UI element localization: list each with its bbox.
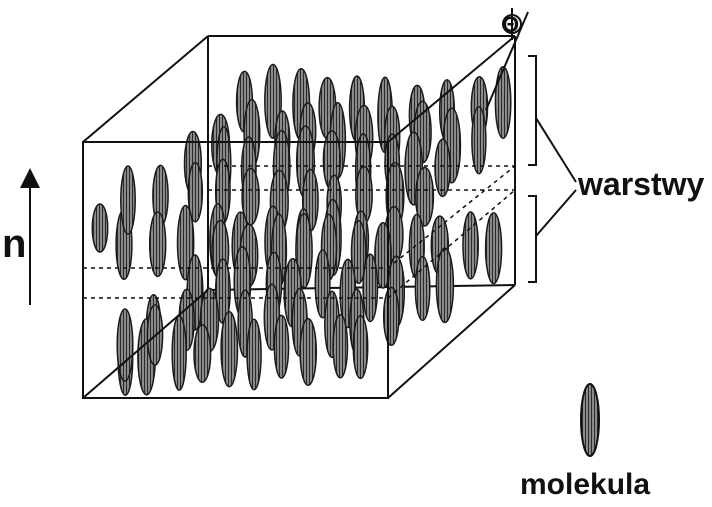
- layer-brackets: [528, 55, 577, 283]
- molecules-group: [91, 63, 512, 396]
- molecule-ellipse: [494, 66, 512, 139]
- molecule-ellipse: [187, 161, 204, 223]
- box-front-face: [82, 35, 516, 399]
- molecule-ellipse: [414, 255, 431, 322]
- tilt-angle-label: Θ: [502, 12, 520, 37]
- molecule-ellipse: [434, 138, 451, 198]
- molecule-ellipse: [295, 213, 313, 289]
- molecule-ellipse: [435, 247, 455, 324]
- tilt-angle-marker: [485, 8, 529, 111]
- molecule-ellipse: [120, 165, 136, 235]
- molecule-ellipse: [415, 166, 435, 227]
- molecule-ellipse: [471, 105, 487, 175]
- molecule-label: molekula: [520, 468, 651, 501]
- molecule-ellipse: [193, 324, 212, 383]
- molecule-ellipse: [176, 204, 195, 281]
- molecule-ellipse: [362, 253, 379, 323]
- molecule-ellipse: [299, 317, 318, 387]
- director-label: n: [2, 222, 27, 266]
- molecule-ellipse: [91, 203, 109, 253]
- molecule-ellipse: [220, 310, 239, 388]
- layer-boundaries: [83, 165, 516, 299]
- molecule-ellipse: [148, 211, 167, 278]
- molecule-ellipse: [273, 314, 290, 379]
- box-back-face: [207, 35, 516, 291]
- molecule-ellipse: [352, 315, 369, 380]
- molecule-ellipse: [462, 211, 479, 280]
- molecule-ellipse: [246, 318, 262, 391]
- molecule-ellipse: [116, 308, 134, 382]
- layers-label: warstwy: [578, 166, 705, 202]
- molecule-ellipse: [484, 212, 503, 285]
- molecule-ellipse: [171, 315, 187, 391]
- molecule-ellipse: [332, 314, 349, 379]
- legend-molecule-icon: [580, 383, 600, 457]
